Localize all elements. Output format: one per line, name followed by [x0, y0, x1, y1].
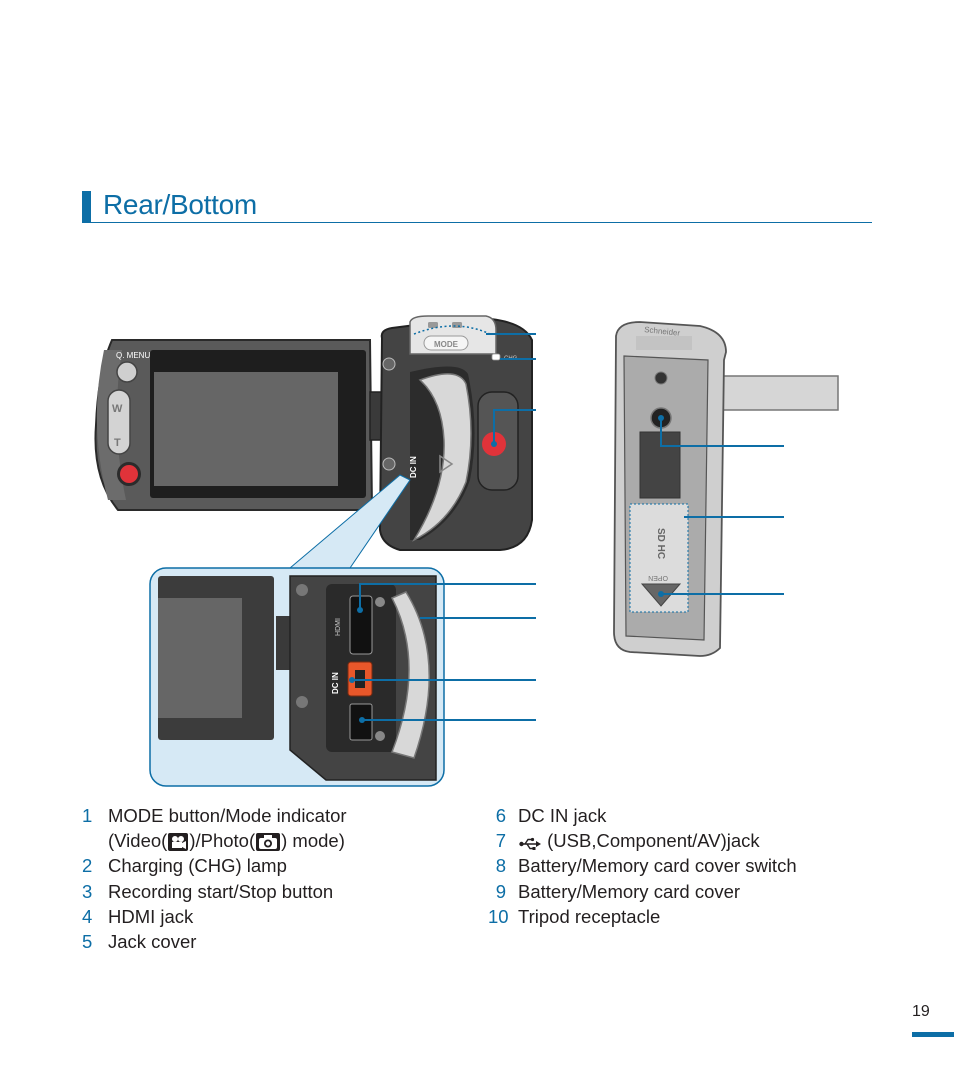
photo-mode-indicator	[452, 322, 462, 328]
section-accent-bar	[82, 191, 91, 223]
lcd-screen	[154, 372, 338, 486]
legend-item: 1 MODE button/Mode indicator	[80, 803, 480, 828]
camcorder-figure: Q. MENU W T MODE CHG DC IN	[94, 315, 839, 787]
zoom-lever	[107, 389, 131, 455]
legend-number: 10	[488, 905, 509, 927]
usb-icon	[519, 838, 541, 851]
legend-item: 4 HDMI jack	[80, 904, 480, 929]
legend-left: 1 MODE button/Mode indicator (Video( )/Ph…	[80, 803, 480, 954]
legend-item: 9 Battery/Memory card cover	[488, 879, 888, 904]
legend-number: 5	[82, 931, 93, 953]
hdmi-label: HDMI	[335, 618, 342, 636]
legend-item: (Video( )/Photo( ) mode)	[80, 828, 480, 853]
legend-text-label: (USB,Component/AV)jack	[547, 830, 760, 852]
legend-text: Recording start/Stop button	[108, 880, 334, 902]
legend-number: 6	[495, 805, 506, 826]
section-rule	[82, 222, 872, 223]
legend-number: 9	[495, 880, 506, 902]
leader-lines	[352, 333, 784, 721]
legend-text: (USB,Component/AV)jack	[518, 828, 888, 853]
legend-number	[80, 828, 108, 853]
legend-item: 5 Jack cover	[80, 929, 480, 954]
section-header: Rear/Bottom	[82, 188, 872, 224]
q-menu-button	[116, 361, 138, 383]
video-mode-indicator	[428, 322, 438, 328]
legend-number: 7	[495, 830, 506, 852]
legend-item: 3 Recording start/Stop button	[80, 879, 480, 904]
legend-text: HDMI jack	[108, 905, 194, 927]
jack-cover-zoom	[390, 591, 430, 759]
dc-in-label: DC IN	[409, 456, 418, 478]
q-menu-label: Q. MENU	[116, 351, 150, 360]
legend-item: 10 Tripod receptacle	[488, 904, 888, 929]
brand-label: Schneider	[644, 325, 681, 338]
legend-text-prefix: (Video(	[108, 830, 168, 852]
legend-right: 6 DC IN jack 7 (USB,Component/AV)jack 8 …	[488, 803, 888, 929]
page-number: 19	[912, 1003, 930, 1020]
legend-text: DC IN jack	[518, 805, 607, 826]
legend-text: (Video( )/Photo( ) mode)	[108, 828, 480, 853]
lcd-record-button	[120, 465, 138, 483]
legend-item: 2 Charging (CHG) lamp	[80, 853, 480, 878]
mode-button-label: MODE	[434, 340, 459, 349]
chg-lamp	[491, 353, 501, 361]
dc-in-zoom-label: DC IN	[331, 672, 340, 694]
video-camera-icon	[168, 833, 189, 852]
zoom-w-label: W	[112, 403, 123, 415]
legend-number: 1	[82, 805, 93, 826]
legend-text: Jack cover	[108, 931, 197, 953]
section-title: Rear/Bottom	[103, 189, 257, 220]
legend-number: 4	[82, 905, 93, 927]
camera-body-rear: MODE CHG DC IN	[378, 315, 533, 551]
sd-hc-label: SD HC	[655, 528, 666, 559]
open-label: OPEN	[648, 574, 668, 581]
jack-cover	[411, 373, 472, 542]
legend-text: MODE button/Mode indicator	[108, 805, 347, 826]
camera-body-bottom: Schneider SD HC OPEN	[613, 321, 839, 657]
legend-item: 8 Battery/Memory card cover switch	[488, 853, 888, 878]
zoom-detail: HDMI DC IN	[158, 575, 437, 781]
legend-item: 6 DC IN jack	[488, 803, 888, 828]
legend-number: 3	[82, 880, 93, 902]
legend-text-mid: )/Photo(	[189, 830, 256, 852]
mode-button	[423, 335, 469, 351]
photo-camera-icon	[256, 833, 281, 852]
legend-item: 7 (USB,Component/AV)jack	[488, 828, 888, 853]
legend-text: Battery/Memory card cover	[518, 880, 741, 902]
legend-number: 2	[82, 855, 93, 877]
legend-text: Battery/Memory card cover switch	[518, 855, 797, 877]
legend-text: Tripod receptacle	[518, 905, 661, 927]
zoom-t-label: T	[114, 437, 121, 449]
lcd-edge	[719, 375, 839, 411]
legend-text-suffix: ) mode)	[281, 830, 345, 852]
page-number-bar	[912, 1032, 954, 1037]
lcd-panel: Q. MENU W T	[94, 339, 374, 511]
legend-text: Charging (CHG) lamp	[108, 855, 287, 877]
legend-number: 8	[495, 855, 506, 877]
